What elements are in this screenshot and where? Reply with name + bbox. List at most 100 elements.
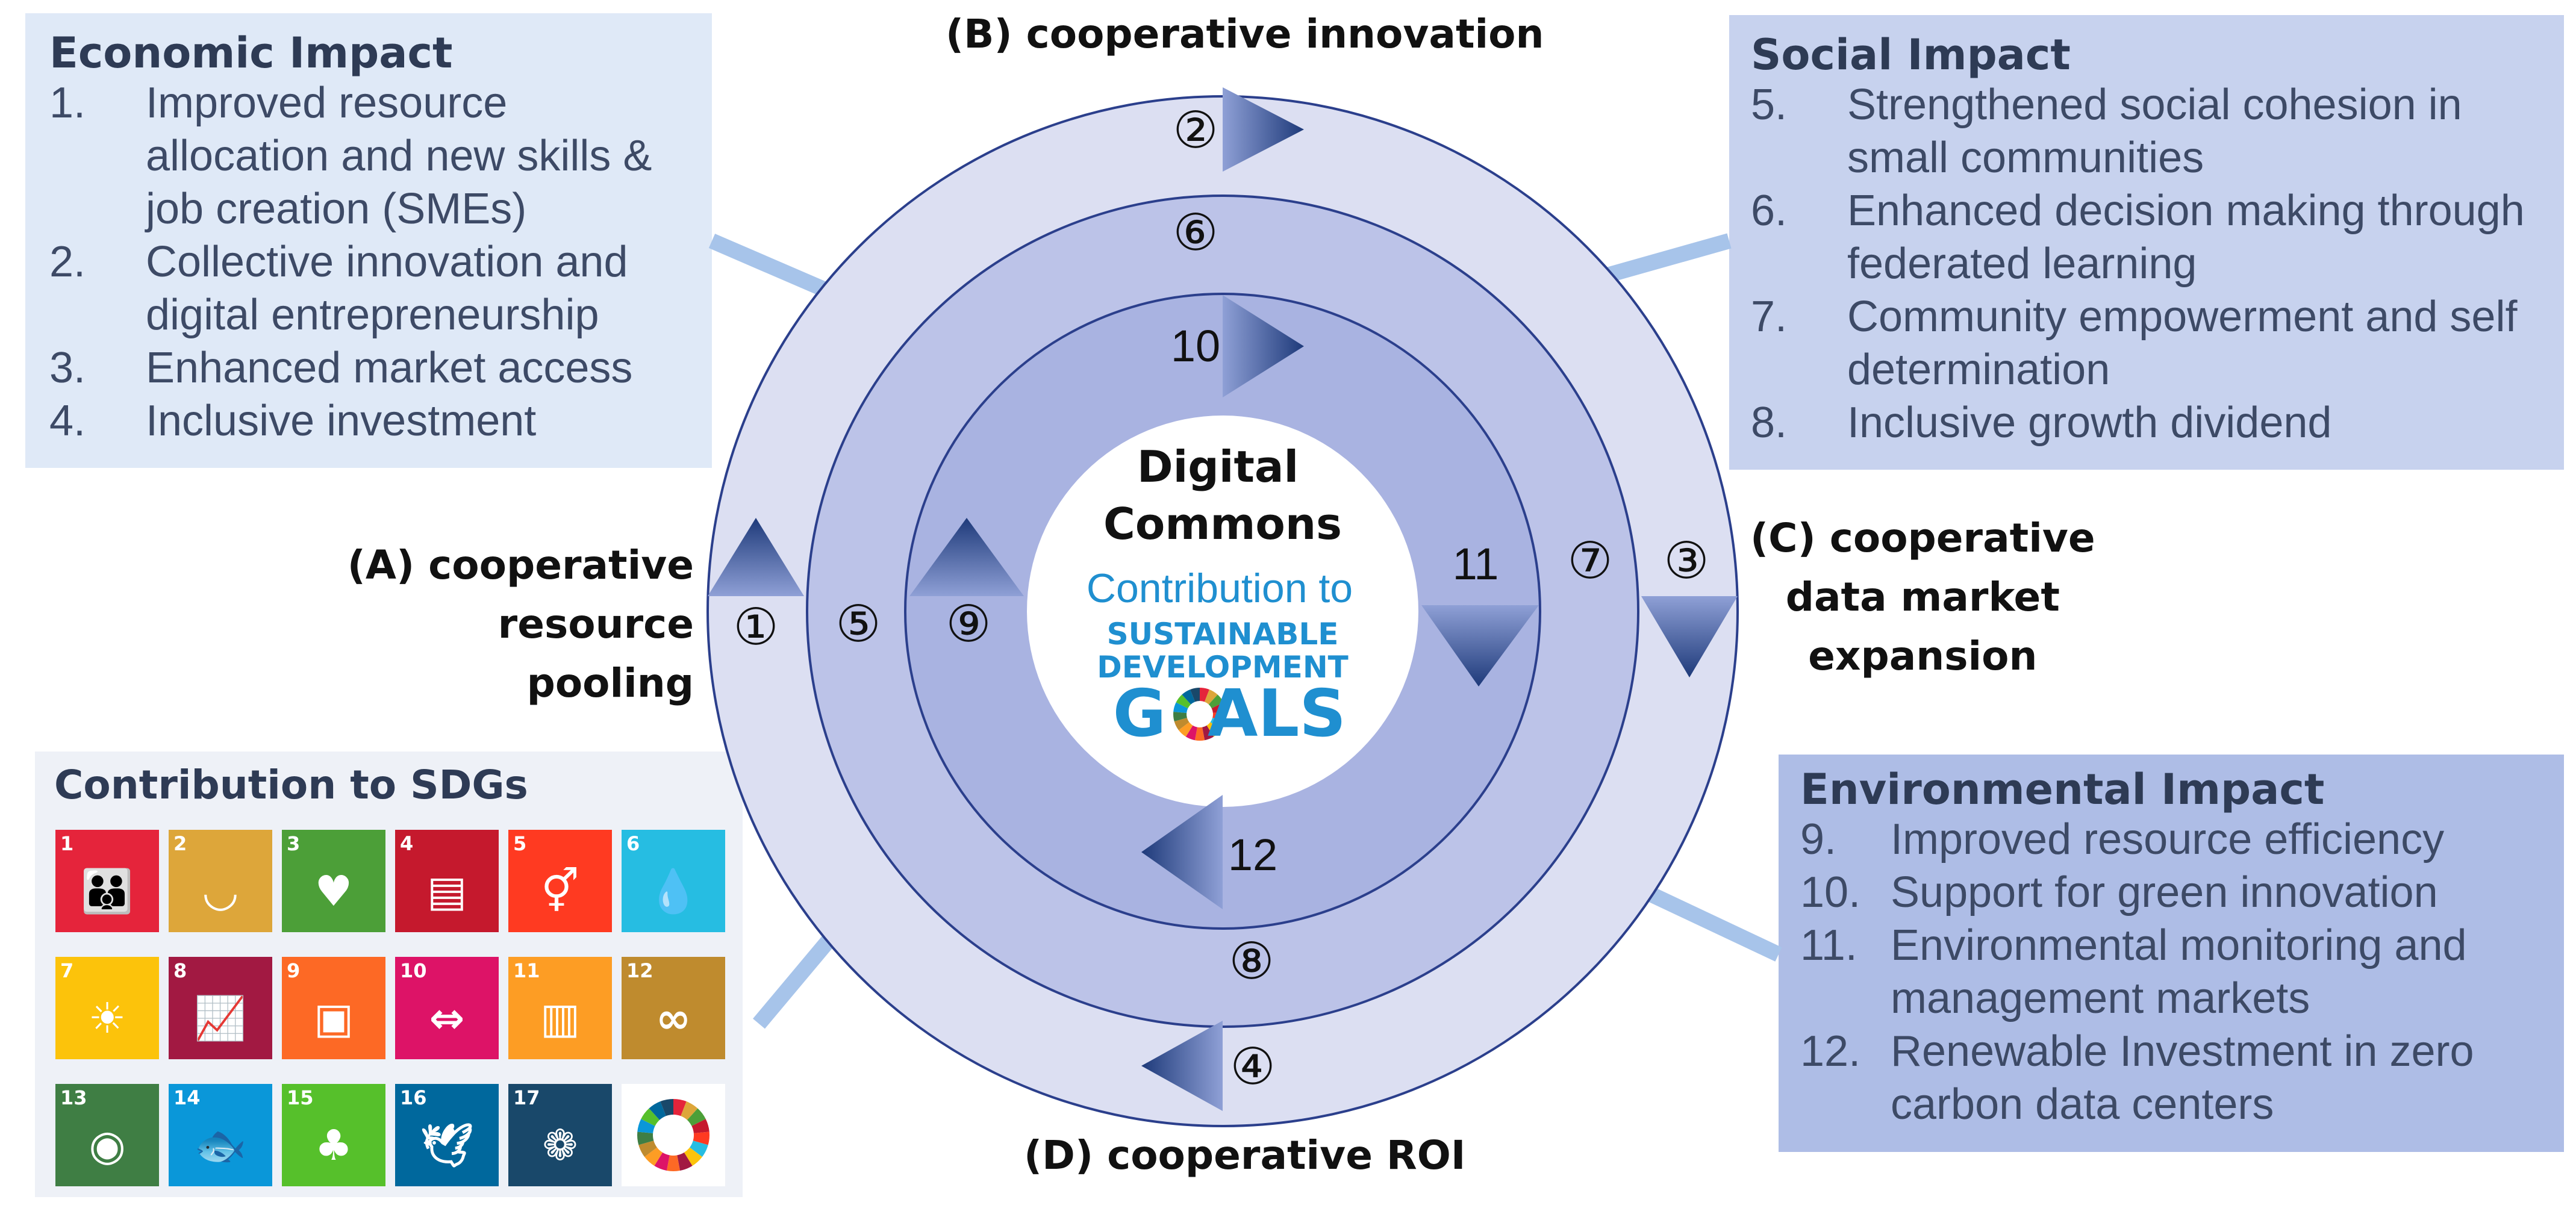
economic-impact-title: Economic Impact: [49, 28, 453, 78]
marker-2: ②: [1173, 101, 1218, 160]
social-impact-list: 5.Strengthened social cohesion in small …: [1751, 78, 2542, 449]
sdg-tile-number: 13: [60, 1086, 87, 1109]
inner-numbers: 10 11 12: [1171, 321, 1499, 880]
list-item-number: 7.: [1751, 293, 1788, 341]
sdg-wheel-segment: [666, 1155, 681, 1171]
sdg-wheel-segment: [693, 1131, 709, 1145]
sdg-wheel-segment: [1194, 727, 1205, 741]
cubes-icon: ▣: [313, 994, 354, 1043]
sdg-wheel-segment: [1190, 688, 1200, 702]
rings-icon: ❁: [542, 1121, 578, 1170]
sdg-wheel-segment: [1173, 702, 1188, 713]
sdg-wheel-segment: [1185, 725, 1197, 741]
sdg-tile-number: 6: [626, 832, 640, 855]
sdg-tile-number: 5: [513, 832, 527, 855]
sdg-wheel-segment: [691, 1119, 709, 1133]
sdg-logo-line1: SUSTAINABLE: [1107, 617, 1339, 652]
sdg-wheel-segment: [1174, 718, 1190, 730]
sdg-tile-13: 13◉: [55, 1084, 159, 1186]
list-item-text: Renewable Investment in zero carbon data…: [1891, 1027, 2474, 1128]
list-item-text: Enhanced decision making through federat…: [1847, 187, 2525, 288]
outer-bottom-arrow-icon: [1141, 1021, 1223, 1111]
sdg-tile-9: 9▣: [282, 957, 385, 1059]
list-item: 9.Improved resource efficiency: [1800, 813, 2542, 866]
city-icon: ▥: [540, 994, 581, 1043]
list-item: 5.Strengthened social cohesion in small …: [1751, 78, 2542, 184]
sdg-tile-number: 3: [287, 832, 301, 855]
list-item: 1.Improved resource allocation and new s…: [49, 76, 688, 235]
family-icon: 👪: [81, 867, 134, 916]
sdg-tile-3: 3♥: [282, 830, 385, 932]
sdg-tile-number: 7: [60, 959, 74, 982]
sdg-tile-6: 6💧: [622, 830, 725, 932]
marker-8: ⑧: [1229, 932, 1274, 991]
outer-top-arrow-icon: [1223, 87, 1304, 172]
list-item-text: Community empowerment and self determina…: [1847, 293, 2518, 394]
label-cooperative-innovation: (B) cooperative innovation: [946, 11, 1544, 57]
sdg-wheel-segment: [1204, 689, 1218, 705]
sdg-tile-grid: 1👪2◡3♥4▤5⚥6💧7☀8📈9▣10⇔11▥12∞13◉14🐟15♣16🕊1…: [55, 830, 725, 1186]
list-item-text: Support for green innovation: [1891, 868, 2438, 917]
sdg-tile-12: 12∞: [622, 957, 725, 1059]
list-item-number: 8.: [1751, 399, 1788, 447]
sdg-tile-10: 10⇔: [395, 957, 499, 1059]
marker-6: ⑥: [1173, 203, 1218, 262]
marker-3: ③: [1664, 531, 1709, 590]
label-c-line2: data market: [1785, 574, 2060, 620]
list-item-text: Inclusive investment: [146, 397, 537, 445]
sdg-tile-number: 9: [287, 959, 301, 982]
list-item-number: 6.: [1751, 187, 1788, 235]
sdg-wheel-segment: [1210, 718, 1226, 730]
gender-equality-icon: ⚥: [541, 867, 579, 916]
sdg-logo-als: ALS: [1208, 676, 1346, 752]
sdg-tile-7: 7☀: [55, 957, 159, 1059]
label-cooperative-roi: (D) cooperative ROI: [1024, 1132, 1466, 1178]
label-c-line3: expansion: [1808, 633, 2038, 679]
marker-4: ④: [1230, 1037, 1275, 1096]
sdg-wheel-segment: [1178, 722, 1193, 737]
sdg-wheel-segment: [644, 1147, 663, 1166]
environmental-impact-panel: Environmental Impact 9.Improved resource…: [1779, 755, 2564, 1152]
sdg-wheel-segment: [1173, 711, 1187, 722]
sdg-tile-4: 4▤: [395, 830, 499, 932]
tree-icon: ♣: [314, 1121, 353, 1170]
sdg-wheel-segment: [673, 1099, 687, 1116]
equality-arrows-icon: ⇔: [429, 994, 465, 1043]
list-item-number: 10.: [1800, 868, 1861, 917]
sdg-tile-number: 8: [173, 959, 187, 982]
sdg-wheel-segment: [641, 1108, 660, 1126]
water-drop-icon: 💧: [647, 867, 700, 916]
bowl-icon: ◡: [204, 867, 237, 916]
eye-icon: ◉: [89, 1121, 126, 1170]
list-item-text: Improved resource efficiency: [1891, 815, 2445, 864]
sdg-wheel-segment: [690, 1141, 708, 1157]
sdg-wheel-segment: [1202, 725, 1214, 741]
sdg-logo-line2: DEVELOPMENT: [1097, 650, 1349, 685]
sdg-wheel-segment: [637, 1119, 655, 1133]
sdg-tile-1: 1👪: [55, 830, 159, 932]
list-item-text: Environmental monitoring and management …: [1891, 921, 2467, 1022]
list-item-text: Inclusive growth dividend: [1847, 399, 2332, 447]
list-item-text: Improved resource allocation and new ski…: [146, 79, 652, 233]
marker-12: 12: [1228, 830, 1277, 880]
list-item-text: Enhanced market access: [146, 344, 633, 392]
label-a-line1: (A) cooperative: [347, 542, 694, 588]
sdg-tile-17: 17❁: [508, 1084, 612, 1186]
center-disc: [1027, 416, 1418, 807]
sdg-wheel-segment: [1211, 702, 1226, 713]
marker-10: 10: [1171, 321, 1220, 371]
label-cooperative-resource-pooling: (A) cooperative resource pooling: [348, 536, 694, 713]
inner-bottom-arrow-icon: [1141, 795, 1223, 909]
list-item: 8. Inclusive growth dividend: [1751, 396, 2542, 449]
list-item: 12.Renewable Investment in zero carbon d…: [1800, 1025, 2542, 1131]
dove-icon: 🕊: [420, 1121, 474, 1170]
sdg-wheel-segment: [637, 1131, 654, 1145]
sdg-tile-14: 14🐟: [169, 1084, 272, 1186]
list-item: 10. Support for green innovation: [1800, 866, 2542, 919]
inner-left-arrow-icon: [909, 518, 1024, 596]
marker-7: ⑦: [1567, 531, 1612, 590]
outer-right-arrow-icon: [1641, 596, 1738, 677]
sdg-wheel-segment: [660, 1099, 673, 1116]
inner-top-arrow-icon: [1223, 295, 1304, 397]
